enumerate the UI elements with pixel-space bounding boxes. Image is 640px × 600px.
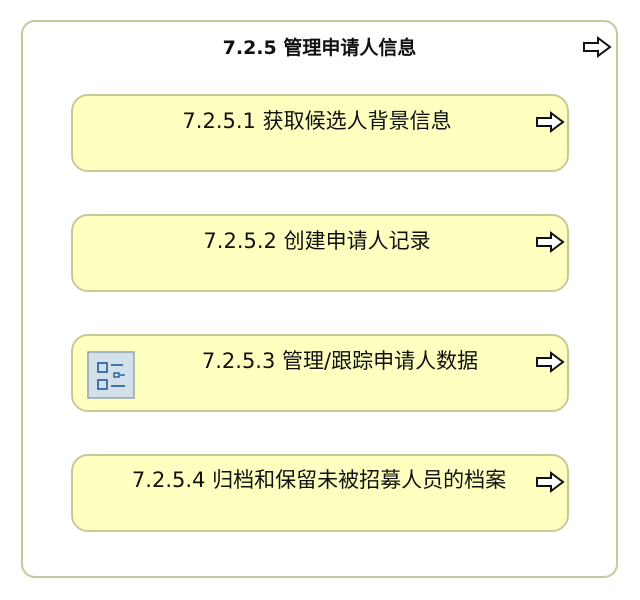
process-box-label: 7.2.5.3 管理/跟踪申请人数据 (201, 349, 479, 373)
arrow-right-outline-icon[interactable] (535, 351, 565, 373)
arrow-right-outline-icon[interactable] (535, 471, 565, 493)
process-group-title: 7.2.5 管理申请人信息 (222, 37, 417, 59)
process-box-7-2-5-4[interactable]: 7.2.5.4 归档和保留未被招募人员的档案 (71, 454, 569, 532)
process-box-7-2-5-1[interactable]: 7.2.5.1 获取候选人背景信息 (71, 94, 569, 172)
process-box-7-2-5-2[interactable]: 7.2.5.2 创建申请人记录 (71, 214, 569, 292)
process-box-7-2-5-3[interactable]: 7.2.5.3 管理/跟踪申请人数据 (71, 334, 569, 412)
arrow-right-outline-icon[interactable] (535, 111, 565, 133)
arrow-right-outline-icon[interactable] (582, 36, 612, 58)
arrow-right-outline-icon[interactable] (535, 231, 565, 253)
process-group-container: 7.2.5 管理申请人信息 7.2.5.1 获取候选人背景信息 7.2.5.2 … (21, 20, 618, 578)
process-list-icon (87, 351, 135, 399)
process-box-label: 7.2.5.2 创建申请人记录 (203, 229, 431, 253)
process-box-label: 7.2.5.4 归档和保留未被招募人员的档案 (131, 468, 507, 492)
process-box-label: 7.2.5.1 获取候选人背景信息 (182, 109, 452, 133)
